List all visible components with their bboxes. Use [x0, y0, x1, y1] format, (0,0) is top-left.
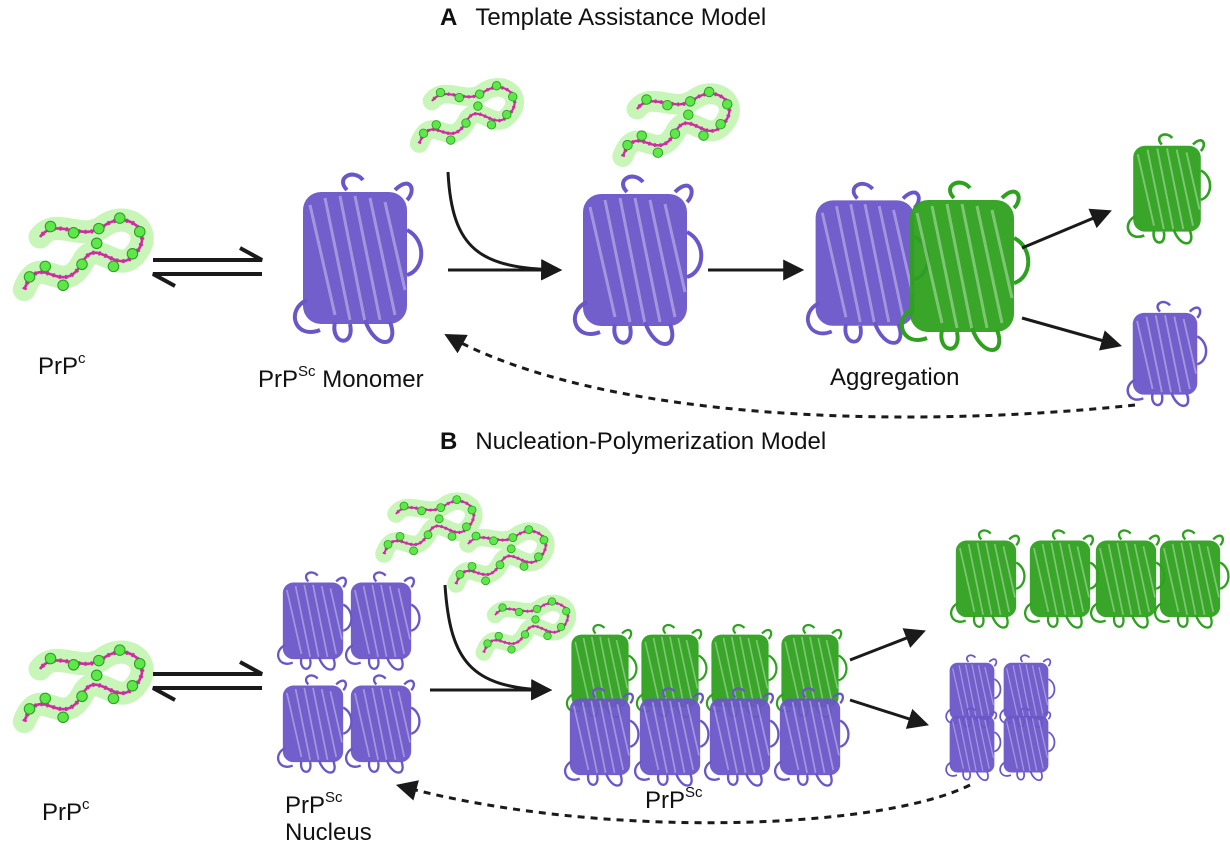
prpc-rna-a	[24, 213, 145, 291]
rna-incoming-b2	[456, 526, 548, 585]
rna-bound-a	[623, 87, 732, 157]
prpsc-monomer	[292, 172, 424, 344]
panel-a-title-text: Template Assistance Model	[475, 4, 767, 31]
recycle-arrow-b	[395, 780, 971, 825]
panel-b-title-text: Nucleation-Polymerization Model	[475, 428, 827, 455]
aggregation-text: Aggregation	[830, 364, 960, 391]
rna-incoming-a	[419, 81, 517, 144]
panel-b-title: B Nucleation-Polymerization Model	[440, 428, 826, 456]
recycle-arrow-a	[444, 333, 1136, 419]
prpsc-bound	[572, 174, 704, 346]
nucleus-label: PrPSc Nucleus	[285, 786, 372, 846]
binding-arrow-a	[446, 171, 563, 281]
split-arrow-down-b	[849, 698, 930, 729]
panel-b	[24, 496, 1230, 825]
panel-a-title: A Template Assistance Model	[440, 4, 766, 32]
monomer-rest: Monomer	[315, 366, 424, 393]
prpc-rna-b	[24, 645, 145, 723]
equilibrium-arrow-a	[152, 246, 263, 288]
aggregation-label: Aggregation	[830, 364, 959, 392]
nucleus-line2: Nucleus	[285, 819, 372, 846]
nuclei-released	[945, 654, 1056, 782]
prpc-a-sup: c	[78, 350, 86, 367]
binding-arrow-b	[443, 584, 553, 701]
released-converted	[1126, 133, 1212, 245]
prpc-b-base: PrP	[42, 799, 83, 826]
aggregate-prpsc	[805, 181, 930, 345]
panel-b-letter: B	[440, 428, 458, 455]
panel-a	[24, 81, 1212, 419]
released-prpsc	[1126, 300, 1208, 408]
monomer-label: PrPSc Monomer	[258, 363, 424, 394]
split-arrow-down-a	[1021, 316, 1123, 351]
nucleus-cluster	[276, 571, 421, 774]
prpc-label-b: PrPc	[42, 796, 90, 827]
fibril-converted-released	[949, 529, 1230, 629]
split-arrow-up-b	[849, 628, 926, 662]
equilibrium-arrow-b	[152, 660, 263, 702]
rna-incoming-b3	[484, 598, 570, 654]
aggregate-converted	[899, 180, 1031, 352]
monomer-base: PrP	[258, 366, 299, 393]
fibril-sup: Sc	[685, 784, 703, 801]
nucleus-base: PrP	[285, 792, 326, 819]
prpc-a-base: PrP	[38, 353, 79, 380]
fibril-label: PrPSc	[645, 784, 703, 815]
monomer-sup: Sc	[298, 363, 316, 380]
panel-a-letter: A	[440, 4, 458, 31]
prpc-b-sup: c	[82, 796, 90, 813]
split-arrow-up-a	[1021, 208, 1112, 250]
fibril-base: PrP	[645, 787, 686, 814]
prpc-label-a: PrPc	[38, 350, 86, 381]
nucleus-sup: Sc	[325, 789, 343, 806]
